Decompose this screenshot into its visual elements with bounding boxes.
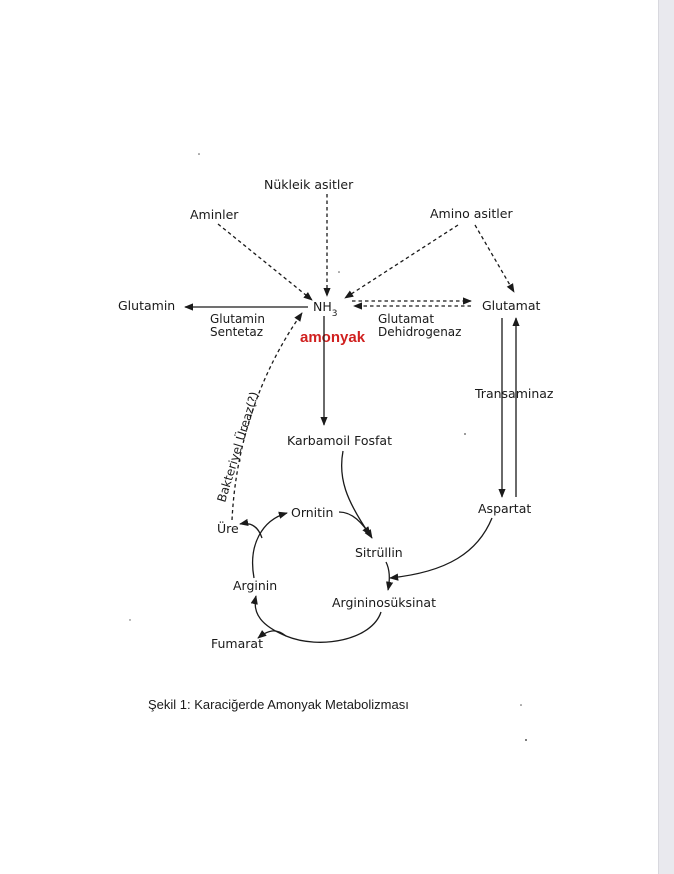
arrow-to-fumarat [257,630,287,639]
label-glutamat-dehidrogenaz-2: Dehidrogenaz [378,325,461,339]
arrow-amino-to-nh3 [344,224,459,299]
viewer-edge-strip [658,0,674,874]
scan-speck [129,619,131,621]
scan-speck [520,704,522,706]
arrow-aminler-to-nh3 [217,223,313,301]
arrow-argininosuksinat-to-arginin [250,595,382,643]
label-fumarat: Fumarat [211,636,263,651]
label-transaminaz: Transaminaz [474,386,554,401]
arrow-ure-to-nh3 [231,312,303,521]
label-glutamat: Glutamat [482,298,540,313]
nh3-base: NH [313,299,332,314]
arrow-sitrullin-to-argininosuksinat [385,561,394,591]
label-arginin: Arginin [233,578,277,593]
label-nh3: NH3 [313,299,337,319]
scan-speck [198,153,200,155]
scan-speck [464,433,466,435]
nh3-subscript: 3 [332,309,338,319]
arrow-aspartat-to-argininosuksinat [389,517,493,581]
annotation-amonyak: amonyak [300,329,366,346]
arrow-karbamoil-to-sitrullin [340,450,371,536]
label-glutamin-sentetaz-1: Glutamin [210,312,265,326]
label-sitrullin: Sitrüllin [355,545,403,560]
scan-speck [525,739,527,741]
label-aminler: Aminler [190,207,239,222]
label-argininosuksinat: Argininosüksinat [332,595,436,610]
label-bakteriyel-ureaz: Bakteriyel Üreaz(?) [213,389,262,503]
label-glutamin-sentetaz-2: Sentetaz [210,325,263,339]
label-aspartat: Aspartat [478,501,531,516]
arrow-ornitin-to-sitrullin [338,511,373,539]
label-amino-asitler: Amino asitler [430,206,513,221]
label-nukleik-asitler: Nükleik asitler [264,177,354,192]
scan-speck [338,271,340,273]
label-ure: Üre [217,520,239,536]
arrow-arginin-to-ornitin [252,511,288,579]
label-glutamin: Glutamin [118,298,175,313]
figure-caption: Şekil 1: Karaciğerde Amonyak Metabolizma… [148,697,409,712]
arrow-amino-to-glutamat [474,224,515,293]
label-karbamoil-fosfat: Karbamoil Fosfat [287,433,392,448]
label-glutamat-dehidrogenaz-1: Glutamat [378,312,434,326]
arrow-to-ure [239,518,263,539]
label-ornitin: Ornitin [291,505,333,520]
